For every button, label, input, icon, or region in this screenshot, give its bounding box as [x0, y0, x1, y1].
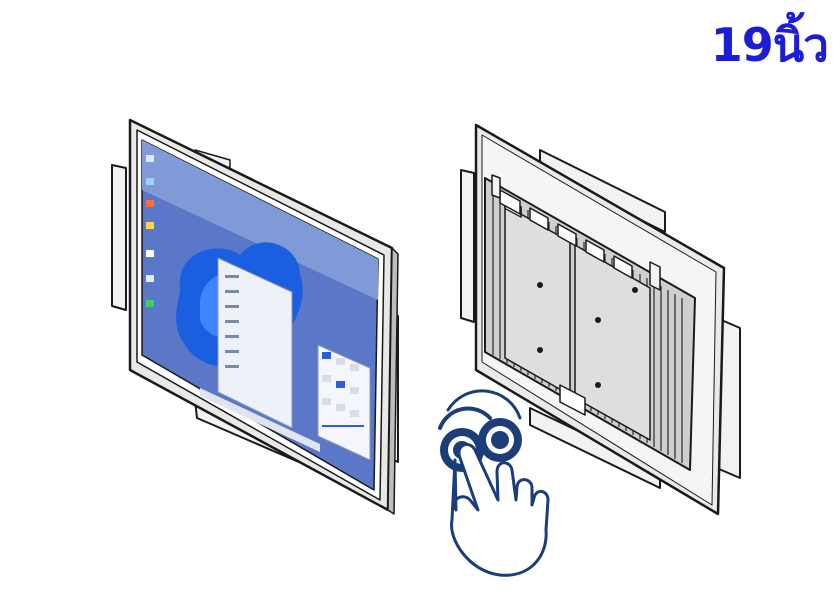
- taskbar: [200, 388, 320, 452]
- rear-left-bracket: [460, 169, 475, 323]
- screen-size-label: 19นิ้ว: [710, 18, 829, 72]
- front-left-bracket: [111, 164, 127, 311]
- rear-label-plate: [559, 384, 586, 416]
- io-ports: [499, 189, 633, 279]
- quick-settings-panel: [317, 344, 371, 461]
- hand-outline: [450, 442, 550, 577]
- front-monitor: [111, 118, 399, 515]
- start-menu-panel: [217, 257, 293, 429]
- two-finger-touch-icon: [438, 389, 550, 577]
- rear-monitor: [460, 123, 741, 516]
